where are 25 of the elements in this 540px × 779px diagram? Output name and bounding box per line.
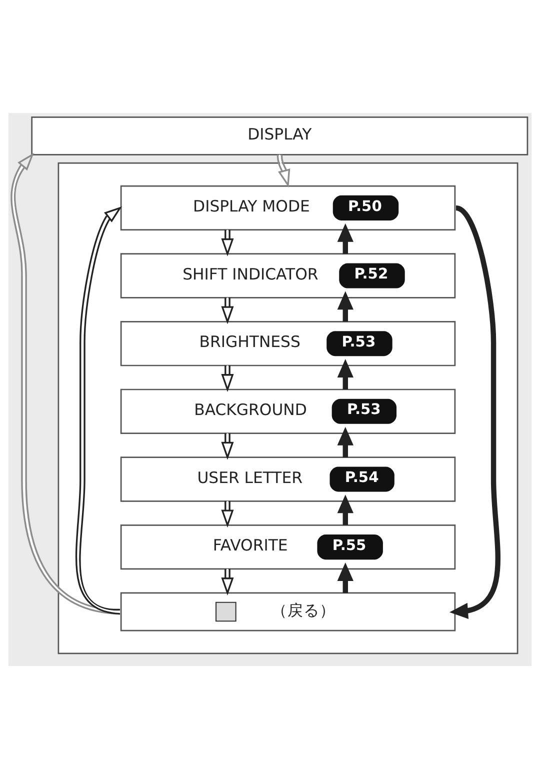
arrow (221, 298, 234, 324)
arrow (337, 494, 354, 526)
node-box: DISPLAY MODE P.50 (120, 185, 456, 231)
arrow (221, 568, 234, 596)
arrow (75, 206, 122, 615)
arrow (337, 359, 354, 390)
node-box: USER LETTER P.54 (120, 456, 456, 502)
arrow (337, 562, 354, 593)
node-box: DISPLAY (31, 116, 528, 156)
node-box: （戻る） (120, 592, 456, 632)
node-box: BACKGROUND P.53 (120, 388, 456, 434)
arrow (221, 366, 234, 392)
arrow (221, 501, 234, 528)
arrow (449, 205, 500, 619)
arrow (276, 154, 290, 188)
arrow (337, 223, 354, 254)
arrow (221, 433, 234, 460)
cluster (58, 162, 518, 654)
arrow (337, 291, 354, 322)
node-box: SHIFT INDICATOR P.52 (120, 253, 456, 298)
node-box: FAVORITE P.55 (120, 524, 456, 570)
node-box: BRIGHTNESS P.53 (120, 321, 456, 366)
arrow (221, 230, 234, 256)
arrow (337, 426, 354, 458)
arrow (10, 152, 120, 615)
